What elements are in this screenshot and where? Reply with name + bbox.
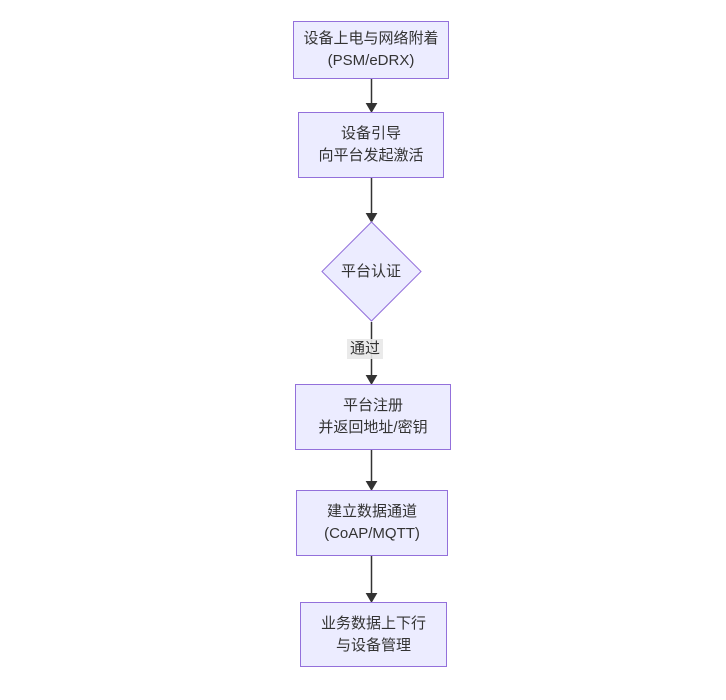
edge-channel-to-business <box>365 556 378 603</box>
node-business-data: 业务数据上下行 与设备管理 <box>300 602 447 667</box>
edge-bootstrap-to-auth <box>365 178 378 223</box>
node-label-line: 并返回地址/密钥 <box>318 419 428 436</box>
node-data-channel: 建立数据通道 (CoAP/MQTT) <box>296 490 448 556</box>
node-power-attach: 设备上电与网络附着 (PSM/eDRX) <box>293 21 449 79</box>
node-register: 平台注册 并返回地址/密钥 <box>295 384 451 450</box>
node-label-line: 设备引导 <box>340 125 401 142</box>
node-label-line: 平台注册 <box>342 397 403 414</box>
node-label-line: (PSM/eDRX) <box>327 52 415 69</box>
node-label-line: 业务数据上下行 <box>320 614 426 632</box>
node-label-line: (CoAP/MQTT) <box>324 525 420 542</box>
node-label-line: 建立数据通道 <box>326 503 417 520</box>
edge-register-to-channel <box>365 450 378 491</box>
node-label-line: 与设备管理 <box>335 636 411 654</box>
node-bootstrap: 设备引导 向平台发起激活 <box>298 112 444 178</box>
edge-label-pass: 通过 <box>347 339 384 359</box>
node-label-line: 设备上电与网络附着 <box>303 30 439 47</box>
edge-power-to-bootstrap <box>365 79 378 113</box>
node-label-line: 向平台发起激活 <box>318 147 424 164</box>
node-platform-auth-label: 平台认证 <box>340 263 401 280</box>
